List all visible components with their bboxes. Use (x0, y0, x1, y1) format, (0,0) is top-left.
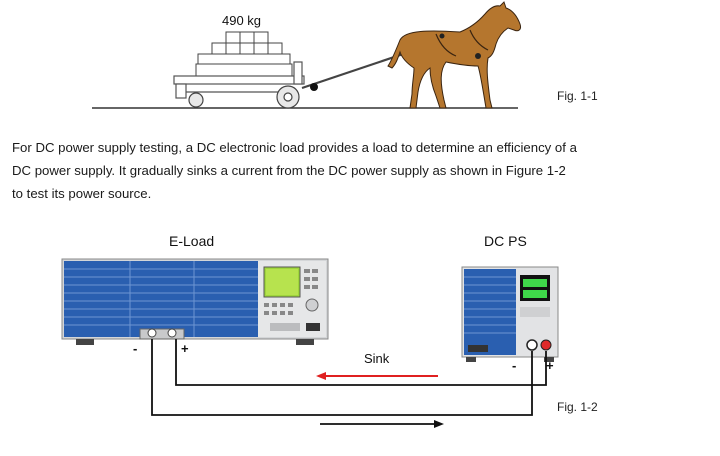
eload-plus-label: + (181, 341, 189, 356)
dcps-instrument (461, 266, 559, 362)
weight-stack (195, 31, 293, 79)
dcps-title: DC PS (484, 233, 527, 249)
figure-1-1-caption: Fig. 1-1 (557, 89, 598, 103)
ps-plus-label: + (546, 358, 554, 373)
paragraph-line-3: to test its power source. (12, 186, 152, 201)
return-arrow (320, 420, 444, 428)
eload-instrument (61, 258, 329, 345)
paragraph-line-2: DC power supply. It gradually sinks a cu… (12, 163, 566, 178)
tow-hitch (310, 83, 318, 91)
horse-illustration (387, 1, 521, 109)
figure-1-2-caption: Fig. 1-2 (557, 400, 598, 414)
figure-1-1: 490 kg Fig. 1-1 (92, 1, 598, 109)
eload-title: E-Load (169, 233, 214, 249)
figure-1-2: E-Load DC PS (61, 233, 598, 428)
sink-arrow (316, 372, 438, 380)
sink-label: Sink (364, 351, 390, 366)
connection-wires (151, 339, 547, 416)
ps-minus-label: - (512, 358, 516, 373)
paragraph-line-1: For DC power supply testing, a DC electr… (12, 140, 577, 155)
weight-label: 490 kg (222, 13, 261, 28)
cart-wheels (188, 85, 300, 109)
description-paragraph: For DC power supply testing, a DC electr… (12, 136, 702, 205)
eload-minus-label: - (133, 341, 137, 356)
